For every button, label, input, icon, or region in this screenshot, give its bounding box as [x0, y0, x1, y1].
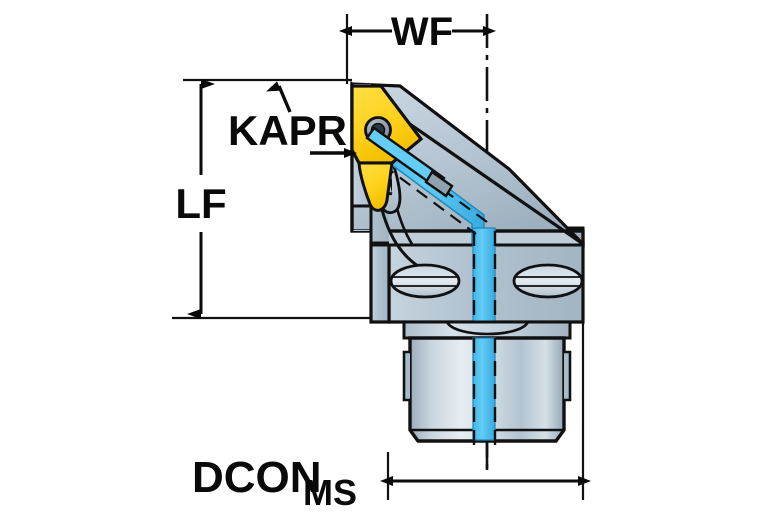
- coupling-drive-notch-right: [564, 350, 572, 402]
- dcon-subscript-label: MS: [303, 472, 357, 513]
- kapr-label: KAPR: [228, 107, 347, 154]
- dcon-label: DCON: [192, 453, 322, 502]
- coolant-shank-hidden-edges: [472, 338, 497, 445]
- dimension-wf: WF: [339, 10, 496, 54]
- kapr-arrow-upper: [266, 81, 292, 113]
- cutting-insert-lower-flank: [357, 161, 394, 212]
- coolant-channel-shank-section: [472, 337, 496, 441]
- wf-label: WF: [391, 10, 453, 54]
- coupling-drive-notch-left: [402, 350, 410, 402]
- clamp-bar-head: [424, 170, 454, 198]
- clamp-bar-group: [365, 126, 454, 198]
- dimension-dcon-ms: DCON MS: [192, 453, 591, 513]
- cutting-insert-rake-edge: [380, 85, 422, 140]
- tool-body-nose-step-outline: [352, 204, 389, 245]
- coolant-hidden-edge-lower: [382, 164, 477, 235]
- clamp-slot-right: [512, 263, 584, 299]
- coupling-flange: [402, 320, 572, 340]
- dimension-kapr: KAPR: [228, 81, 357, 158]
- lf-label: LF: [175, 180, 226, 227]
- clamp-slots: [389, 263, 584, 299]
- clamp-slot-left: [389, 263, 461, 299]
- coupling-counterbore-arc: [445, 321, 530, 336]
- dimension-lf: LF: [175, 79, 227, 319]
- tool-body-left-column: [369, 241, 391, 324]
